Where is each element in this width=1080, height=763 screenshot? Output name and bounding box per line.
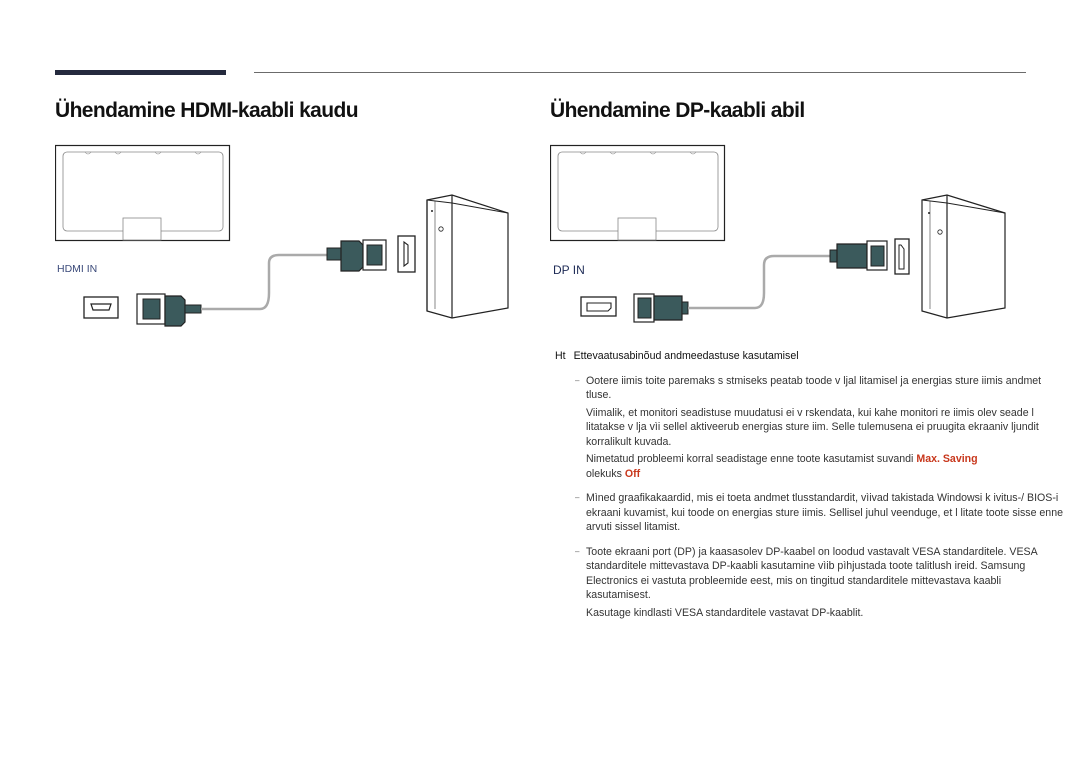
notes-title-marker: Ht [555, 350, 566, 362]
hdmi-diagram-illustration [55, 144, 509, 327]
dp-section-heading: Ühendamine DP-kaabli abil [550, 99, 805, 122]
dp-diagram-illustration [550, 144, 1006, 323]
hdmi-connection-diagram: HDMI IN [55, 143, 515, 328]
note-text-pre: Nimetatud probleemi korral seadistage en… [586, 453, 914, 465]
max-saving-link[interactable]: Max. Saving [916, 453, 978, 465]
note-text: Nimetatud probleemi korral seadistage en… [586, 452, 1065, 481]
note-item: – Ootere iimis toite paremaks s stmiseks… [555, 374, 1065, 482]
note-text: Ootere iimis toite paremaks s stmiseks p… [586, 374, 1042, 402]
note-item: – Mìned graafikakaardid, mis ei toeta an… [555, 491, 1065, 535]
pc-tower-icon [921, 194, 1006, 319]
notes-title-text: Ettevaatusabinõud andmeedastuse kasutami… [573, 350, 799, 362]
note-text: Kasutage kindlasti VESA standarditele va… [586, 606, 864, 619]
hdmi-plug-lower-icon [136, 293, 202, 327]
note-text: Viimalik, et monitori seadistuse muudatu… [586, 406, 1039, 448]
notes-section: Ht Ettevaatusabinõud andmeedastuse kasut… [555, 349, 1065, 622]
bullet-icon: – [575, 375, 580, 385]
hdmi-port-vertical-icon [397, 235, 416, 273]
header-accent-bar [55, 70, 226, 75]
dp-connection-diagram: DP IN [550, 143, 1010, 328]
hdmi-port-icon [83, 296, 119, 319]
hdmi-in-label: HDMI IN [57, 263, 98, 275]
dp-in-label: DP IN [553, 263, 585, 277]
pc-tower-icon [426, 194, 509, 319]
hdmi-section-heading: Ühendamine HDMI-kaabli kaudu [55, 99, 359, 122]
dp-plug-upper-icon [829, 240, 888, 271]
monitor-back-icon [55, 144, 231, 242]
dp-plug-lower-icon [633, 293, 689, 323]
bullet-icon: – [575, 493, 580, 502]
monitor-back-icon [550, 144, 726, 242]
off-value: Off [624, 467, 641, 480]
bullet-icon: – [575, 546, 580, 556]
note-item: – Toote ekraani port (DP) ja kaasasolev … [555, 545, 1065, 621]
notes-title: Ht Ettevaatusabinõud andmeedastuse kasut… [555, 349, 1065, 364]
hdmi-plug-upper-icon [326, 239, 387, 272]
dp-port-icon [580, 296, 617, 317]
dp-port-vertical-icon [894, 238, 910, 275]
header-rule [254, 72, 1026, 73]
note-text-mid: olekuks [586, 467, 622, 480]
note-text: Mìned graafikakaardid, mis ei toeta andm… [586, 492, 1063, 533]
note-text: Toote ekraani port (DP) ja kaasasolev DP… [586, 545, 1038, 602]
